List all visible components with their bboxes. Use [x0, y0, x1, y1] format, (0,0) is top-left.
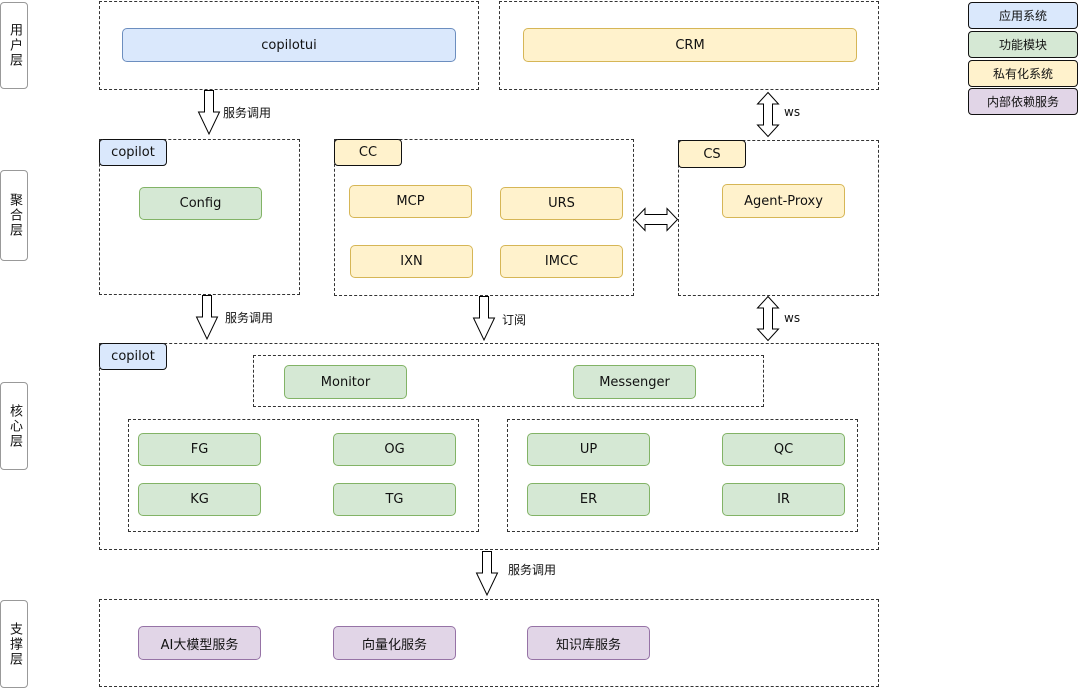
- monitor-box: Monitor: [284, 365, 407, 399]
- bidirectional-arrow-icon: [756, 91, 780, 138]
- down-arrow-icon: [197, 90, 221, 136]
- service-call-label: 服务调用: [223, 106, 272, 120]
- up-box: UP: [527, 433, 650, 466]
- copilot-aggregate-tag: copilot: [99, 139, 167, 166]
- fg-box: FG: [138, 433, 261, 466]
- support-container: [99, 599, 879, 687]
- ixn-box: IXN: [350, 245, 473, 278]
- subscribe-label: 订阅: [502, 313, 527, 327]
- cc-tag: CC: [334, 139, 402, 166]
- bidirectional-arrow-icon: [756, 295, 780, 342]
- legend-private-system: 私有化系统: [968, 60, 1078, 87]
- down-arrow-icon: [195, 295, 219, 341]
- cs-container: [678, 140, 879, 296]
- copilot-aggregate-container: [99, 139, 300, 295]
- messenger-box: Messenger: [573, 365, 696, 399]
- copilotui-box: copilotui: [122, 28, 456, 62]
- layer-label-aggregate: 聚合层: [0, 170, 28, 261]
- ws-label: ws: [784, 105, 801, 119]
- monitor-messenger-group: [253, 355, 764, 407]
- layer-label-support: 支撑层: [0, 600, 28, 688]
- cs-tag: CS: [678, 140, 746, 168]
- vectorization-service-box: 向量化服务: [333, 626, 456, 660]
- crm-box: CRM: [523, 28, 857, 62]
- config-box: Config: [139, 187, 262, 220]
- legend-feature-module: 功能模块: [968, 31, 1078, 58]
- layer-label-user: 用户层: [0, 2, 28, 89]
- crm-container: [499, 1, 879, 90]
- copilotui-container: [99, 1, 479, 90]
- imcc-box: IMCC: [500, 245, 623, 278]
- generator-group: [128, 419, 479, 532]
- copilot-core-container: [99, 343, 879, 550]
- knowledge-base-service-box: 知识库服务: [527, 626, 650, 660]
- ir-box: IR: [722, 483, 845, 516]
- kg-box: KG: [138, 483, 261, 516]
- legend-app-system: 应用系统: [968, 2, 1078, 29]
- service-call-label: 服务调用: [508, 563, 557, 577]
- og-box: OG: [333, 433, 456, 466]
- processor-group: [507, 419, 858, 532]
- copilot-core-tag: copilot: [99, 343, 167, 370]
- layer-label-core: 核心层: [0, 382, 28, 470]
- agent-proxy-box: Agent-Proxy: [722, 184, 845, 218]
- urs-box: URS: [500, 187, 623, 220]
- er-box: ER: [527, 483, 650, 516]
- cc-container: [334, 139, 634, 296]
- service-call-label: 服务调用: [225, 311, 274, 325]
- down-arrow-icon: [472, 296, 496, 342]
- ai-model-service-box: AI大模型服务: [138, 626, 261, 660]
- down-arrow-icon: [475, 551, 499, 597]
- legend-internal-service: 内部依赖服务: [968, 88, 1078, 115]
- qc-box: QC: [722, 433, 845, 466]
- bidirectional-arrow-icon: [633, 207, 679, 232]
- ws-label: ws: [784, 311, 801, 325]
- mcp-box: MCP: [349, 185, 472, 218]
- tg-box: TG: [333, 483, 456, 516]
